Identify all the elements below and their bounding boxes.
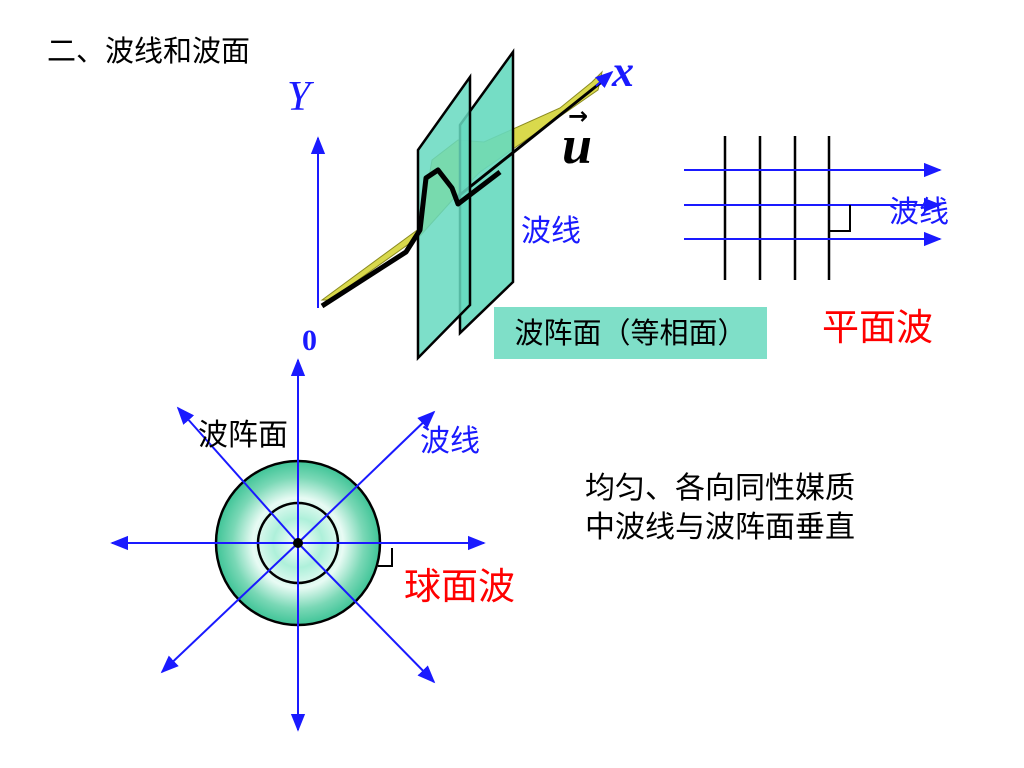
x-axis-label: x <box>612 47 634 96</box>
ray-label-sphere: 波线 <box>420 424 480 459</box>
sphere-right-angle-mark <box>378 548 393 567</box>
plane-wave-label: 平面波 <box>822 306 933 349</box>
source-point <box>293 538 303 548</box>
sphere-wave-label: 球面波 <box>404 565 515 608</box>
slide-title: 二、波线和波面 <box>47 34 251 68</box>
plane-wavefronts <box>723 136 831 280</box>
ray-label-plane: 波线 <box>889 195 949 230</box>
plane-right-angle-mark <box>829 205 851 232</box>
wavefront-plane-front <box>416 73 472 362</box>
y-axis-label: Y <box>287 74 311 120</box>
x-axis-arrow <box>595 70 614 89</box>
origin-label: 0 <box>302 324 317 357</box>
velocity-label: u <box>562 115 593 175</box>
note-line-1: 均匀、各向同性媒质 <box>585 471 855 506</box>
wavefront-label-box: 波阵面（等相面） <box>494 307 767 359</box>
plane-rays <box>684 162 942 247</box>
sphere-rays <box>110 358 486 732</box>
velocity-arrow-icon: → <box>568 102 589 130</box>
wave-profile <box>320 167 502 309</box>
wavefront-label-sphere: 波阵面 <box>198 418 288 453</box>
note-line-2: 中波线与波阵面垂直 <box>585 510 855 545</box>
ray-label-center: 波线 <box>521 214 581 249</box>
x-axis <box>455 78 605 200</box>
